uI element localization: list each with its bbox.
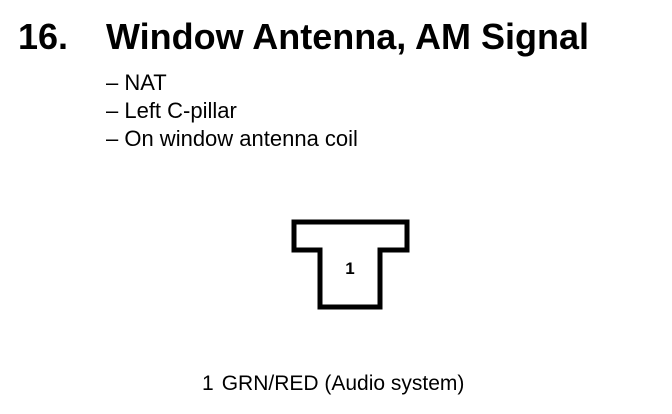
connector-pin-label: 1: [345, 259, 354, 278]
section-title: Window Antenna, AM Signal: [106, 16, 589, 57]
section-number: 16.: [18, 16, 69, 57]
detail-item-application: – NAT: [106, 70, 167, 95]
connector-outline: [291, 219, 410, 310]
pin-number: 1: [202, 372, 214, 395]
pin-description: GRN/RED (Audio system): [221, 372, 465, 395]
detail-item-mounting: – On window antenna coil: [106, 126, 358, 151]
detail-item-location: – Left C-pillar: [106, 98, 237, 123]
pin-legend-row: 1 GRN/RED (Audio system): [202, 371, 464, 397]
detail-list: – NAT – Left C-pillar – On window antenn…: [106, 69, 358, 153]
connector-diagram: 1: [291, 219, 410, 310]
